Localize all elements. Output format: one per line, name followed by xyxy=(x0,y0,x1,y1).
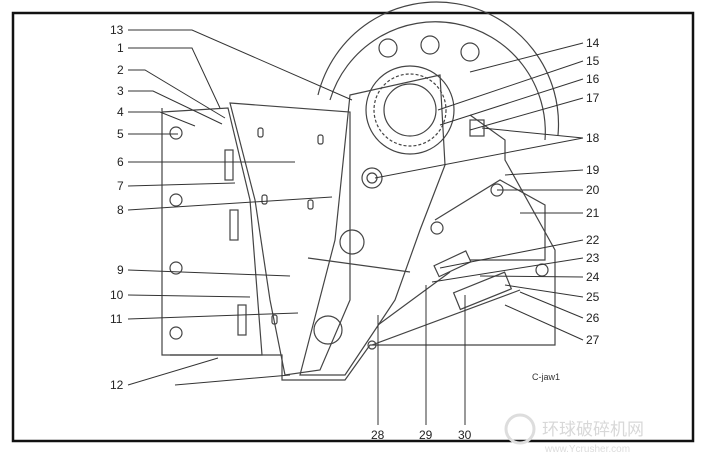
watermark-logo-icon xyxy=(504,413,536,445)
label-19: 19 xyxy=(586,163,600,177)
label-12: 12 xyxy=(110,378,124,392)
label-8: 8 xyxy=(117,203,124,217)
label-24: 24 xyxy=(586,270,600,284)
watermark-title: 环球破碎机网 xyxy=(542,420,644,439)
label-22: 22 xyxy=(586,233,600,247)
flywheel-outline xyxy=(317,1,560,136)
label-27: 27 xyxy=(586,333,600,347)
leader-lines xyxy=(127,29,584,425)
frame-border xyxy=(11,11,695,443)
label-20: 20 xyxy=(586,183,600,197)
label-6: 6 xyxy=(117,155,124,169)
label-3: 3 xyxy=(117,84,124,98)
swing-jaw xyxy=(299,74,446,376)
label-29: 29 xyxy=(419,428,433,442)
label-4: 4 xyxy=(117,105,124,119)
watermark-url: www.Ycrusher.com xyxy=(544,444,630,455)
label-7: 7 xyxy=(117,179,124,193)
label-14: 14 xyxy=(586,36,600,50)
bearing xyxy=(365,65,455,155)
label-10: 10 xyxy=(110,288,124,302)
label-18: 18 xyxy=(586,131,600,145)
label-13: 13 xyxy=(110,23,124,37)
fixed-jaw xyxy=(229,102,351,376)
label-25: 25 xyxy=(586,290,600,304)
label-9: 9 xyxy=(117,263,124,277)
label-26: 26 xyxy=(586,311,600,325)
label-1: 1 xyxy=(117,41,124,55)
label-11: 11 xyxy=(110,312,123,326)
label-21: 21 xyxy=(586,206,600,220)
watermark: 环球破碎机网 www.Ycrusher.com xyxy=(504,413,644,455)
label-16: 16 xyxy=(586,72,600,86)
label-5: 5 xyxy=(117,127,124,141)
label-30: 30 xyxy=(458,428,472,442)
crusher-drawing xyxy=(161,1,560,381)
part-labels: 13 1 2 3 4 5 6 7 8 9 10 11 12 14 15 16 1… xyxy=(110,23,600,442)
label-17: 17 xyxy=(586,91,600,105)
label-2: 2 xyxy=(117,63,124,77)
label-23: 23 xyxy=(586,251,600,265)
diagram-caption: C-jaw1 xyxy=(532,372,560,382)
label-28: 28 xyxy=(371,428,385,442)
label-15: 15 xyxy=(586,54,600,68)
